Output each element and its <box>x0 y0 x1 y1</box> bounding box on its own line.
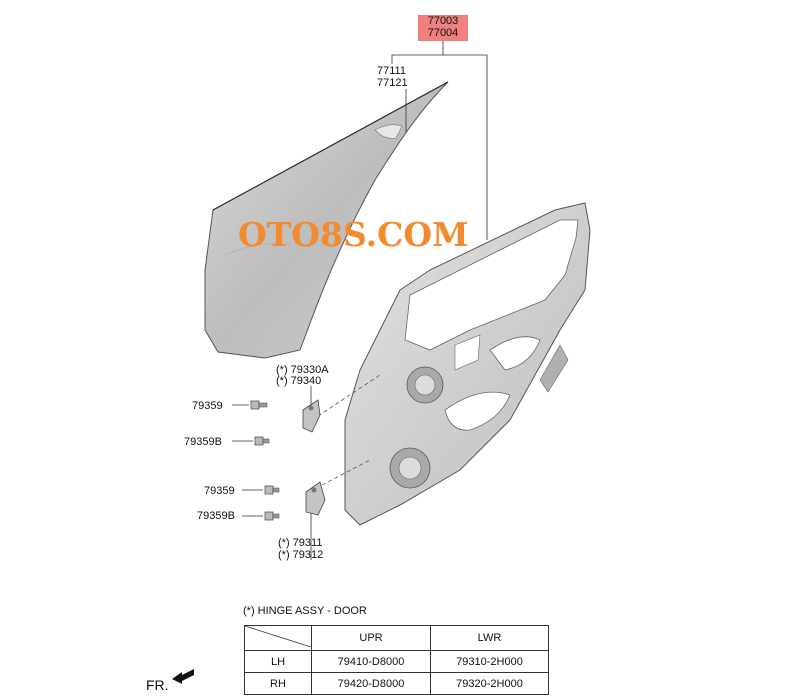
label-upper-hinge-1: (*) 79330A <box>276 364 329 376</box>
table-header-upr: UPR <box>311 625 431 651</box>
label-outer-panel-2: 77121 <box>377 77 408 89</box>
table-row: LH 79410-D8000 79310-2H000 <box>244 650 549 673</box>
label-lower-hinge-2: (*) 79312 <box>278 549 324 561</box>
label-upper-hinge-2: (*) 79340 <box>276 375 322 387</box>
front-direction-label: FR. <box>146 677 169 693</box>
label-bolt-lower-b: 79359B <box>197 510 235 522</box>
lower-bolt-79359b <box>242 511 280 521</box>
label-outer-panel-1: 77111 <box>377 65 406 77</box>
callout-number-2: 77004 <box>427 27 459 39</box>
upper-bolt-79359 <box>232 400 268 410</box>
table-cell-upr: 79410-D8000 <box>311 650 431 673</box>
watermark-text: OTO8S.COM <box>238 215 469 254</box>
label-lower-hinge-1: (*) 79311 <box>278 537 323 549</box>
table-cell-upr: 79420-D8000 <box>311 672 431 695</box>
label-bolt-upper-b: 79359B <box>184 436 222 448</box>
table-header-lwr: LWR <box>430 625 549 651</box>
hinge-table-note: (*) HINGE ASSY - DOOR <box>243 605 367 617</box>
lower-bolt-79359 <box>242 485 280 495</box>
table-cell-side: LH <box>244 650 312 673</box>
table-cell-lwr: 79310-2H000 <box>430 650 549 673</box>
table-corner-cell <box>244 625 312 651</box>
table-cell-side: RH <box>244 672 312 695</box>
diagonal-divider <box>244 625 312 648</box>
table-cell-lwr: 79320-2H000 <box>430 672 549 695</box>
label-bolt-upper-a: 79359 <box>192 400 223 412</box>
front-direction-arrow-icon <box>172 669 194 684</box>
table-header-row: UPR LWR <box>244 625 549 651</box>
callout-number-1: 77003 <box>427 15 459 27</box>
outer-door-panel <box>204 81 449 359</box>
lower-hinge <box>305 481 326 516</box>
upper-bolt-79359b <box>232 436 270 446</box>
hinge-part-table: UPR LWR LH 79410-D8000 79310-2H000 RH 79… <box>244 625 549 695</box>
upper-hinge <box>302 399 321 433</box>
table-row: RH 79420-D8000 79320-2H000 <box>244 672 549 695</box>
alignment-lines <box>311 374 381 486</box>
part-callout-highlight: 77003 77004 <box>418 15 468 41</box>
label-bolt-lower-a: 79359 <box>204 485 235 497</box>
inner-door-frame <box>344 202 591 526</box>
